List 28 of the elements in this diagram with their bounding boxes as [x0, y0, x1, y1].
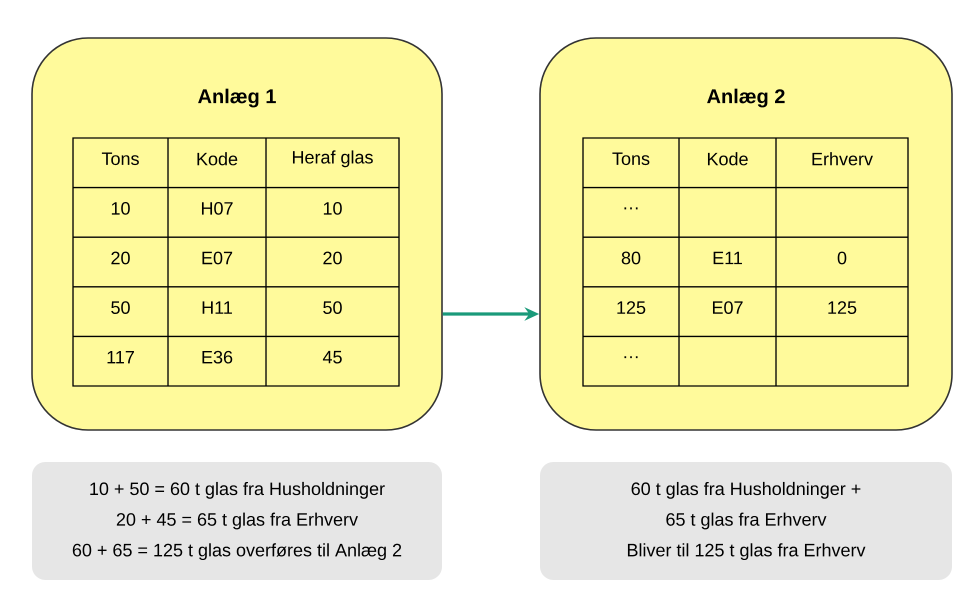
table-entry: 125: [617, 301, 646, 314]
column-header: Kode: [708, 152, 748, 166]
column-header: Tons: [612, 152, 650, 166]
table-entry: 50: [323, 301, 342, 314]
table-entry: 50: [111, 301, 130, 314]
table-entry: 10: [324, 202, 342, 215]
table-entry: 80: [622, 252, 640, 264]
column-header: Kode: [197, 152, 238, 166]
table-entry: 20: [111, 252, 130, 264]
table-entry: 10: [112, 202, 130, 215]
table-entry: 0: [838, 252, 846, 264]
column-header: Erhverv: [812, 152, 873, 166]
table-entry: 45: [322, 350, 342, 364]
table-entry: 125: [828, 301, 856, 314]
column-header: Tons: [102, 152, 139, 166]
table-entry: E36: [202, 350, 232, 364]
table-entry: E07: [712, 301, 743, 314]
table-entry: 20: [323, 252, 342, 264]
table-entry: E11: [714, 252, 742, 264]
table-entry: H11: [202, 301, 232, 314]
column-header: Heraf glas: [292, 150, 373, 168]
table-entry: H07: [202, 202, 233, 215]
table-entry: …: [624, 207, 638, 210]
table-entry: 117: [108, 351, 134, 364]
note-box: 60 t glas fra Husholdninger + 65 t glas fra Erhverv Bliver til 125 t glas fra Erhverv: [540, 462, 952, 580]
note-box: 10 + 50 = 60 t glas fra Husholdninger 20 + 45 = 65 t glas fra Erhverv 60 + 65 = 125 t glas overføres til Anlæg 2: [32, 462, 442, 580]
table-entry: …: [624, 356, 638, 358]
table-entry: E07: [202, 252, 232, 264]
